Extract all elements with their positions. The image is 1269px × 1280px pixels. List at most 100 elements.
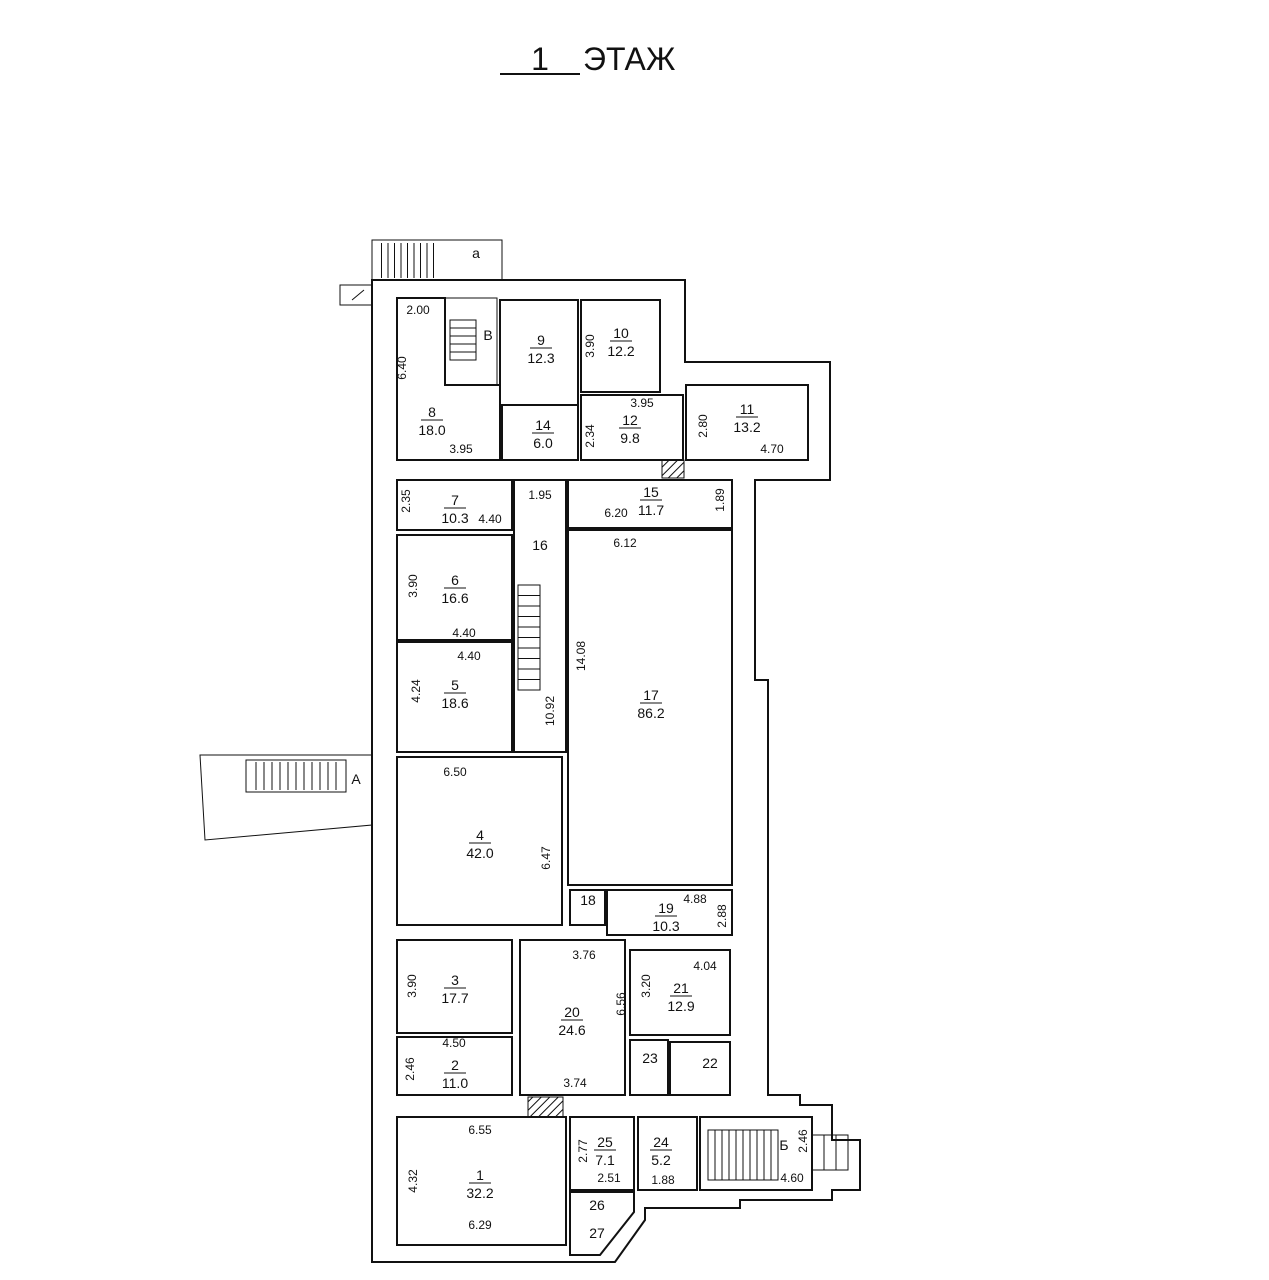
dimension: 3.90 xyxy=(583,334,597,358)
room-10 xyxy=(580,299,661,393)
dimension: 4.24 xyxy=(409,679,423,703)
dimension: 3.90 xyxy=(406,574,420,598)
room-number: 1 xyxy=(476,1167,484,1183)
room-3 xyxy=(396,939,513,1034)
dimension: 2.80 xyxy=(696,414,710,438)
room-number: 8 xyxy=(428,404,436,420)
stair-porch-steps-icon xyxy=(245,759,347,793)
room-number: 11 xyxy=(740,401,755,417)
room-label-4: 442.0 xyxy=(466,827,493,861)
room-area: 11.7 xyxy=(638,502,664,518)
room-label-12: 129.8 xyxy=(619,412,641,446)
dimension: 4.40 xyxy=(478,512,502,526)
room-area: 42.0 xyxy=(466,845,493,861)
entrance-label: Б xyxy=(779,1137,788,1153)
room-22 xyxy=(669,1041,731,1096)
room-area: 5.2 xyxy=(651,1152,671,1168)
room-area: 7.1 xyxy=(595,1152,615,1168)
dimension: 6.40 xyxy=(395,356,409,380)
room-11 xyxy=(685,384,809,461)
shaft-mark xyxy=(351,289,365,301)
room-number-23: 23 xyxy=(642,1050,658,1066)
dimension: 4.50 xyxy=(442,1036,466,1050)
room-17 xyxy=(567,529,733,886)
dimension: 6.29 xyxy=(468,1218,492,1232)
room-label-7: 710.3 xyxy=(441,492,468,526)
room-number: 6 xyxy=(451,572,459,588)
dimension: 2.77 xyxy=(576,1139,590,1163)
room-area: 10.3 xyxy=(652,918,679,934)
room-area: 6.0 xyxy=(533,435,553,451)
room-labels: 132.2211.0317.7442.0518.6616.6710.3818.0… xyxy=(418,325,760,1241)
room-number: 2 xyxy=(451,1057,459,1073)
room-5 xyxy=(396,641,513,753)
room-label-24: 245.2 xyxy=(650,1134,672,1168)
room-area: 13.2 xyxy=(733,419,760,435)
dimension: 6.12 xyxy=(613,536,637,550)
room-23 xyxy=(629,1039,669,1096)
dimension: 4.60 xyxy=(780,1171,804,1185)
room-label-9: 912.3 xyxy=(527,332,554,366)
room-number: 14 xyxy=(535,417,551,433)
room-number: 12 xyxy=(622,412,638,428)
room-label-2: 211.0 xyxy=(442,1057,468,1091)
dimension: 3.76 xyxy=(572,948,596,962)
room-21 xyxy=(629,949,731,1036)
room-area: 12.2 xyxy=(607,343,634,359)
room-1 xyxy=(396,1116,567,1246)
dimension: 6.56 xyxy=(614,992,628,1016)
dimension: 2.34 xyxy=(583,424,597,448)
dimension: 10.92 xyxy=(543,696,557,726)
room-26-27 xyxy=(569,1191,635,1256)
room-20 xyxy=(519,939,626,1096)
dimension: 4.40 xyxy=(457,649,481,663)
porch-b-steps-icon xyxy=(811,1134,849,1171)
room-number: 15 xyxy=(643,484,659,500)
room-14 xyxy=(501,404,579,461)
room-number-18: 18 xyxy=(580,892,596,908)
room-label-15: 15 11.7 xyxy=(638,484,664,518)
room-number: 4 xyxy=(476,827,484,843)
room-label-5: 518.6 xyxy=(441,677,468,711)
dimension: 2.00 xyxy=(406,303,430,317)
stair-steps xyxy=(255,243,837,1180)
room-18 xyxy=(569,889,606,926)
dimension: 2.35 xyxy=(399,489,413,513)
stair-a xyxy=(371,239,503,281)
dimension: 4.88 xyxy=(683,892,707,906)
room-number-27: 27 xyxy=(589,1225,605,1241)
room-label-10: 10 12.2 xyxy=(607,325,634,359)
room-area: 86.2 xyxy=(637,705,664,721)
room-number: 9 xyxy=(537,332,545,348)
dimension: 4.70 xyxy=(760,442,784,456)
room-number: 7 xyxy=(451,492,459,508)
room-number: 25 xyxy=(597,1134,613,1150)
room-number: 10 xyxy=(613,325,629,341)
dimension: 6.50 xyxy=(443,765,467,779)
dimension: 1.89 xyxy=(713,488,727,512)
room-label-8: 818.0 xyxy=(418,404,445,438)
room-area: 32.2 xyxy=(466,1185,493,1201)
dimension: 2.51 xyxy=(597,1171,621,1185)
room-area: 12.9 xyxy=(667,998,694,1014)
room-15 xyxy=(567,479,733,529)
dimension: 3.95 xyxy=(449,442,473,456)
stair-b xyxy=(699,1116,813,1191)
dimension: 3.20 xyxy=(639,974,653,998)
floor-number: 1 xyxy=(531,41,549,77)
shaft xyxy=(339,284,373,306)
dimension: 3.95 xyxy=(630,396,654,410)
room-number-16: 16 xyxy=(532,537,548,553)
dimension: 6.20 xyxy=(604,506,628,520)
floor-label: ЭТАЖ xyxy=(583,41,676,77)
stair-v xyxy=(444,297,498,386)
plan-title: 1 ЭТАЖ xyxy=(500,41,676,77)
dimension: 4.32 xyxy=(406,1169,420,1193)
dimension: 2.46 xyxy=(796,1129,810,1153)
